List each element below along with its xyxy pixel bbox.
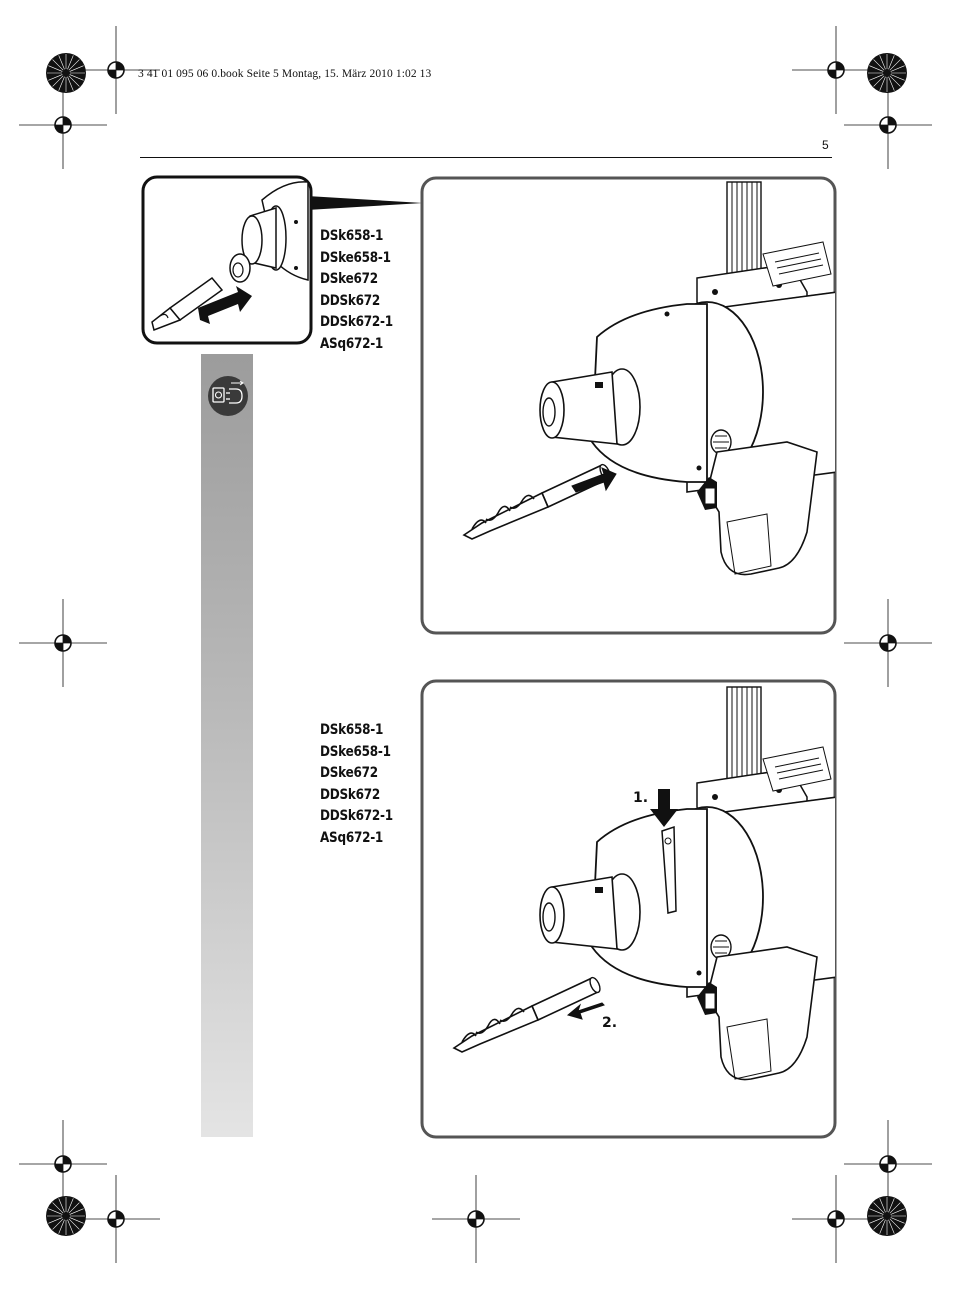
color-wheel-icon [45, 52, 87, 94]
model-name: DSke658-1 [320, 743, 391, 760]
registration-mark-icon [843, 598, 933, 688]
side-bar [201, 354, 253, 1137]
model-name: DDSk672 [320, 292, 380, 309]
step-2-label: 2. [602, 1015, 618, 1031]
step-1-label: 1. [633, 790, 649, 806]
header-rule [140, 157, 832, 158]
registration-mark-icon [843, 80, 933, 170]
color-wheel-icon [45, 1195, 87, 1237]
page-number: 5 [822, 138, 829, 152]
model-name: DDSk672-1 [320, 808, 393, 825]
model-name: DSk658-1 [320, 722, 384, 738]
unplug-before-work-icon [208, 376, 248, 416]
model-name: DSke658-1 [320, 249, 391, 266]
registration-mark-icon [791, 1174, 881, 1264]
detail-inset [141, 175, 423, 345]
figure-top-panel [420, 176, 837, 635]
registration-mark-icon [791, 25, 881, 115]
registration-mark-icon [18, 80, 108, 170]
registration-mark-icon [843, 1119, 933, 1209]
registration-mark-icon [431, 1174, 521, 1264]
model-name: DSke672 [320, 271, 378, 288]
model-name: ASq672-1 [320, 829, 384, 846]
color-wheel-icon [866, 1195, 908, 1237]
color-wheel-icon [866, 52, 908, 94]
figure-bottom-panel [420, 679, 837, 1139]
model-name: ASq672-1 [320, 335, 384, 352]
model-name: DSk658-1 [320, 228, 384, 244]
model-list-top: DSk658-1 DSke658-1 DSke672 DDSk672 DDSk6… [320, 226, 393, 356]
model-name: DSke672 [320, 765, 378, 782]
model-name: DDSk672-1 [320, 314, 393, 331]
model-list-bottom: DSk658-1 DSke658-1 DSke672 DDSk672 DDSk6… [320, 720, 393, 850]
model-name: DDSk672 [320, 786, 380, 803]
print-header: 3 41 01 095 06 0.book Seite 5 Montag, 15… [138, 68, 432, 80]
registration-mark-icon [18, 1119, 108, 1209]
registration-mark-icon [18, 598, 108, 688]
